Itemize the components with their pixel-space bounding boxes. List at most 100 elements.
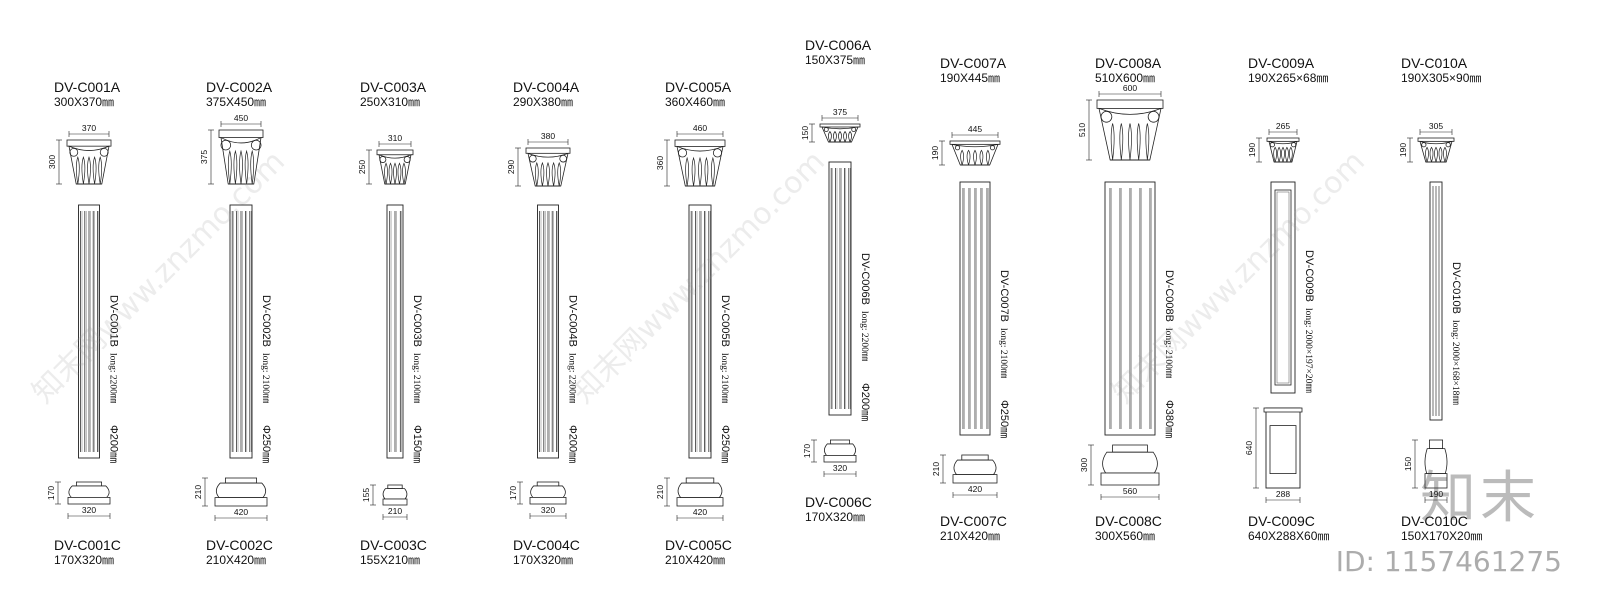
base-torus (215, 482, 267, 498)
dim-width-label: 190 (1429, 489, 1443, 499)
pedestal-outline (1265, 407, 1301, 489)
acanthus-leaf (691, 156, 696, 187)
base-size: 170X320㎜ (805, 510, 866, 524)
capital-abacus (66, 139, 112, 147)
base-size: 210X420㎜ (940, 529, 1001, 543)
dim-height-label: 210 (193, 485, 203, 499)
base-code: DV-C003C (360, 537, 427, 553)
base-plinth (823, 454, 857, 463)
dim-width-label: 305 (1429, 121, 1443, 131)
dim-width-label: 370 (82, 123, 96, 133)
base-torus (824, 443, 856, 456)
capital-bell (1419, 140, 1453, 163)
base-plinth (1424, 473, 1448, 489)
shaft-code: DV-C002B (260, 295, 272, 347)
dim-height-label: 210 (655, 485, 665, 499)
base-fillet (1429, 439, 1444, 450)
shaft-diameter: Φ250㎜ (998, 400, 1010, 438)
capital-bell (378, 154, 412, 185)
base-torus (1102, 451, 1158, 474)
capital-code: DV-C003A (360, 79, 427, 95)
acanthus-leaf (1273, 146, 1278, 163)
base-size: 170X320㎜ (513, 553, 574, 567)
capital-size: 290X380㎜ (513, 95, 574, 109)
volute-right (1147, 111, 1160, 123)
dim-width-label: 460 (693, 123, 707, 133)
base-fillet (961, 454, 989, 461)
volute-left (220, 139, 232, 151)
base-plinth (529, 496, 567, 505)
capital-bell (676, 145, 724, 187)
acanthus-leaf (388, 162, 393, 185)
base-code: DV-C004C (513, 537, 580, 553)
capital-code: DV-C005A (665, 79, 732, 95)
volute-right (99, 147, 109, 157)
dim-width-label: 600 (1123, 83, 1137, 93)
dim-height-label: 290 (506, 160, 516, 174)
pedestal-panel (1269, 425, 1297, 475)
capital-abacus (376, 149, 414, 156)
base-fillet (224, 477, 257, 484)
shaft-diameter: Φ250㎜ (260, 425, 272, 463)
volute-right (403, 156, 411, 163)
acanthus-leaf (1277, 146, 1281, 163)
capital-size: 190X445㎜ (940, 71, 1001, 85)
acanthus-leaf (92, 156, 97, 185)
acanthus-leaf (546, 161, 550, 187)
capital-abacus (674, 139, 726, 147)
acanthus-leaf (402, 162, 406, 185)
capital-bell (821, 126, 859, 143)
dim-height-label: 190 (1398, 143, 1408, 157)
acanthus-leaf (1281, 146, 1285, 163)
base-fillet (387, 484, 403, 489)
acanthus-leaf (1425, 146, 1429, 163)
base-plinth (1100, 472, 1160, 486)
acanthus-leaf (244, 149, 249, 185)
shaft-outline (1270, 181, 1296, 394)
acanthus-leaf (239, 149, 243, 185)
dim-height-label: 150 (800, 126, 810, 140)
base-torus (953, 459, 997, 475)
acanthus-leaf (1288, 146, 1293, 163)
acanthus-leaf (828, 130, 832, 143)
acanthus-leaf (98, 156, 103, 185)
shaft-diameter: Φ200㎜ (108, 425, 120, 463)
dim-width-label: 560 (1123, 486, 1137, 496)
acanthus-leaf (1145, 123, 1150, 161)
capital-size: 360X460㎜ (665, 95, 726, 109)
dim-width-label: 420 (234, 507, 248, 517)
acanthus-leaf (1136, 123, 1141, 161)
shaft-code: DV-C010B (1450, 262, 1462, 314)
capital-code: DV-C001A (54, 79, 121, 95)
id-tag: ID: 1157461275 (1335, 545, 1562, 578)
dim-height-label: 250 (357, 160, 367, 174)
volute-left (69, 147, 79, 157)
acanthus-leaf (81, 156, 86, 185)
acanthus-leaf (87, 156, 91, 185)
acanthus-leaf (843, 130, 847, 143)
base-plinth (676, 497, 724, 507)
acanthus-leaf (227, 149, 232, 185)
shaft-code: DV-C006B (859, 253, 871, 305)
shaft-length: long: 2000×168×18㎜ (1450, 320, 1460, 405)
acanthus-leaf (397, 162, 402, 185)
shaft-code: DV-C009B (1303, 250, 1315, 302)
capital-code: DV-C007A (940, 55, 1007, 71)
capital-abacus (1417, 137, 1455, 142)
base-size: 210X420㎜ (665, 553, 726, 567)
acanthus-leaf (698, 156, 702, 187)
base-code: DV-C007C (940, 513, 1007, 529)
shaft-diameter: Φ150㎜ (411, 425, 423, 463)
